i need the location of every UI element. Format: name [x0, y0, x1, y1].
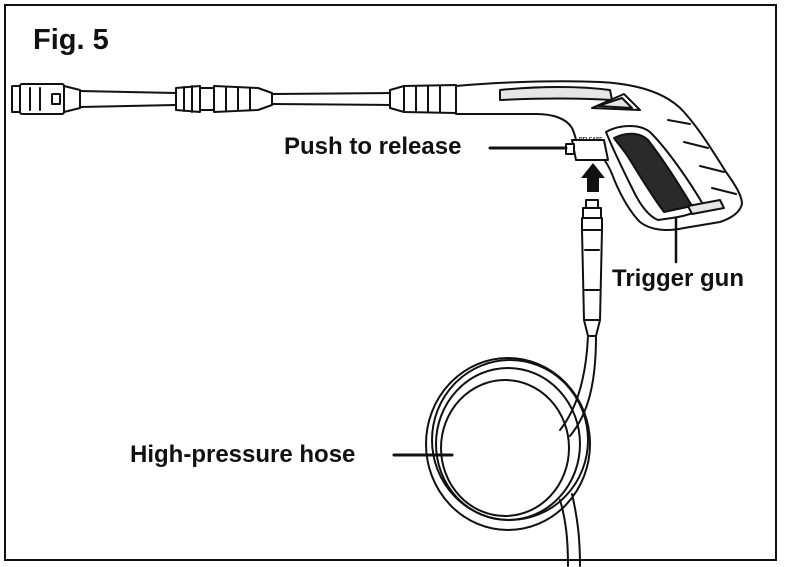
high-pressure-hose: [425, 335, 597, 567]
trigger-gun-body: [455, 80, 743, 231]
lance-nozzle-tip: [11, 83, 81, 115]
lance-tube-left: [79, 90, 177, 108]
lance-coupling: [175, 85, 273, 113]
label-trigger-gun: Trigger gun: [612, 265, 744, 292]
gun-front-collar: [389, 84, 457, 114]
release-marking: RELEASE: [579, 137, 603, 143]
insert-arrow-icon: [581, 163, 605, 192]
label-high-pressure-hose: High-pressure hose: [130, 441, 356, 468]
label-push-to-release: Push to release: [284, 133, 462, 160]
lance-tube-right: [271, 92, 391, 106]
hose-fitting: [581, 199, 603, 337]
figure-title: Fig. 5: [33, 24, 109, 56]
